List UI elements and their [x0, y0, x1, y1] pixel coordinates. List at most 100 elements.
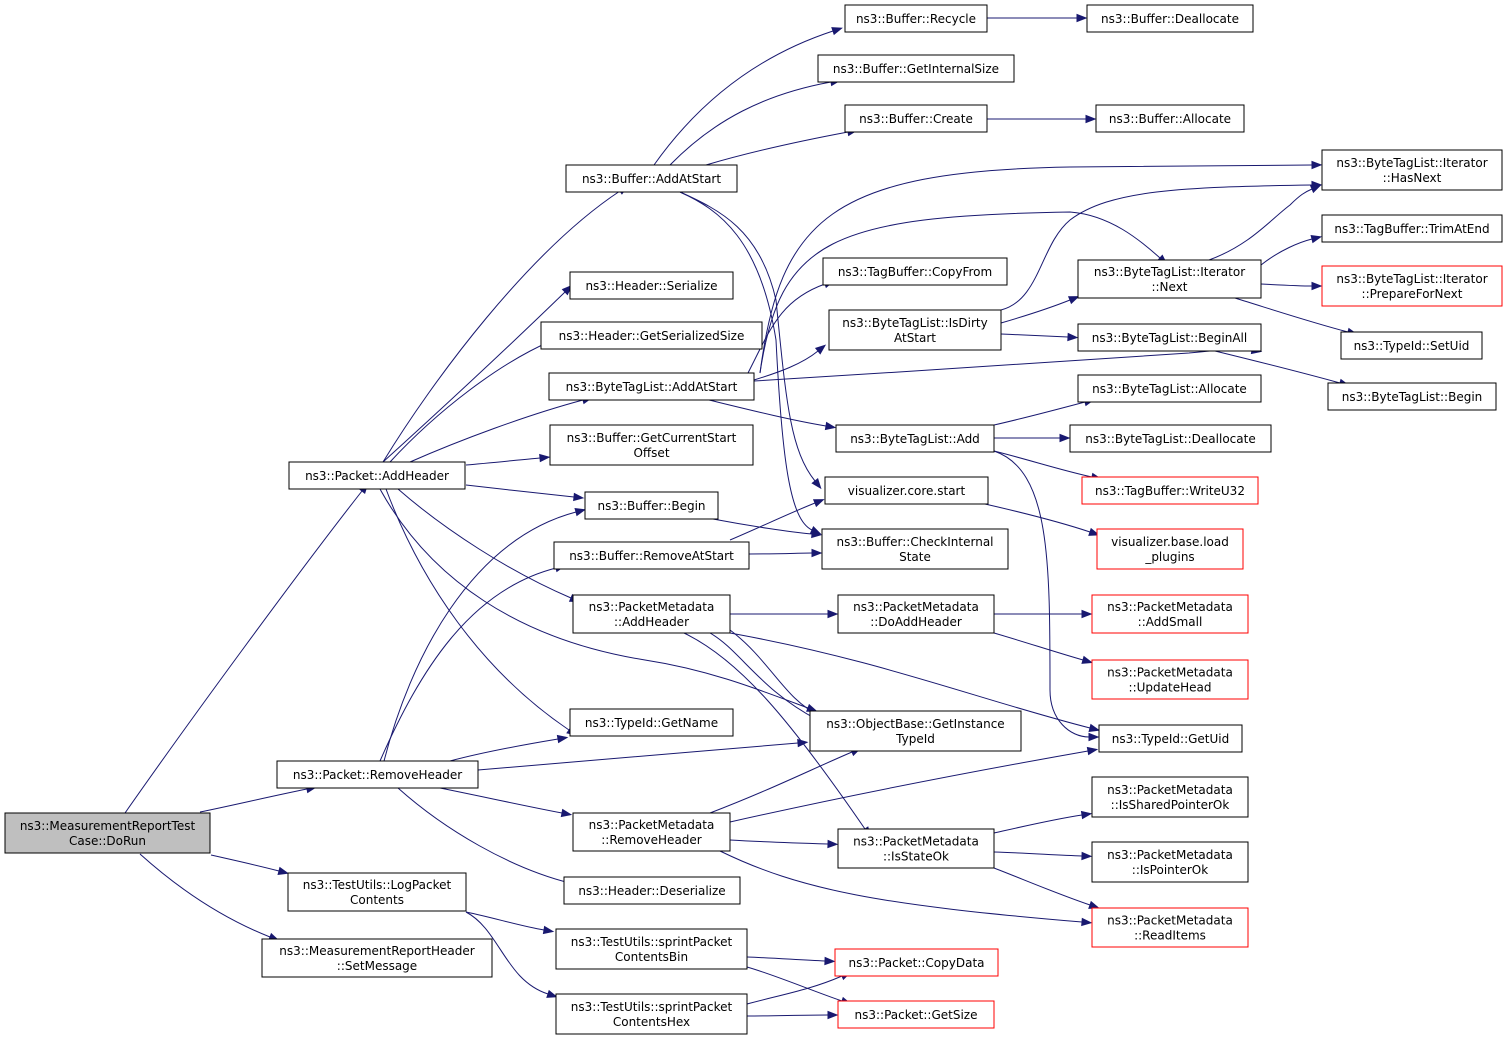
node-buf-create[interactable]: ns3::Buffer::Create [844, 104, 988, 133]
node-btl-iter-prepare[interactable]: ns3::ByteTagList::Iterator::PrepareForNe… [1321, 265, 1503, 307]
node-pm-ispointerok[interactable]: ns3::PacketMetadata::IsPointerOk [1091, 841, 1249, 883]
call-edge-arrowhead [574, 508, 587, 517]
node-label: ns3::Buffer::Recycle [856, 12, 976, 26]
node-box [1098, 724, 1243, 753]
node-buf-deallocate[interactable]: ns3::Buffer::Deallocate [1086, 4, 1254, 33]
node-pm-readitems[interactable]: ns3::PacketMetadata::ReadItems [1091, 907, 1249, 948]
node-hdr-deserialize[interactable]: ns3::Header::Deserialize [563, 876, 741, 905]
node-box [572, 594, 731, 634]
node-viz-start[interactable]: visualizer.core.start [824, 476, 989, 505]
call-edge [465, 484, 585, 502]
call-edge-line [210, 854, 280, 872]
node-btl-add[interactable]: ns3::ByteTagList::Add [835, 424, 995, 453]
call-edge-line [993, 867, 1091, 906]
node-pm-addheader[interactable]: ns3::PacketMetadata::AddHeader [572, 594, 731, 634]
call-edge [729, 629, 829, 720]
call-edge-arrowhead [824, 421, 837, 431]
node-box [837, 1000, 995, 1029]
node-btl-iter-hasnext[interactable]: ns3::ByteTagList::Iterator::HasNext [1321, 149, 1503, 191]
node-typeid-getuid[interactable]: ns3::TypeId::GetUid [1098, 724, 1243, 753]
node-pm-removeheader[interactable]: ns3::PacketMetadata::RemoveHeader [572, 812, 731, 852]
node-buf-removeatstart[interactable]: ns3::Buffer::RemoveAtStart [553, 541, 750, 570]
node-label: ns3::PacketMetadata [589, 600, 715, 614]
call-edge-line [465, 911, 545, 931]
node-btl-allocate[interactable]: ns3::ByteTagList::Allocate [1077, 374, 1262, 403]
call-edge [993, 450, 1103, 482]
node-label: ns3::ByteTagList::Iterator [1094, 265, 1245, 279]
node-btl-beginall[interactable]: ns3::ByteTagList::BeginAll [1077, 323, 1262, 352]
node-buf-begin[interactable]: ns3::Buffer::Begin [584, 491, 719, 520]
call-edge-line [729, 629, 820, 716]
node-buf-recycle[interactable]: ns3::Buffer::Recycle [844, 4, 988, 33]
call-edge-arrowhead [812, 499, 825, 508]
node-box [837, 828, 995, 869]
node-pm-updatehead[interactable]: ns3::PacketMetadata::UpdateHead [1091, 659, 1249, 700]
node-box [1091, 659, 1249, 700]
call-edge [729, 609, 839, 619]
call-edge [729, 746, 1099, 823]
call-edge-line [683, 632, 866, 830]
node-pm-issharedptrok[interactable]: ns3::PacketMetadata::IsSharedPointerOk [1091, 776, 1249, 818]
node-label: ::IsPointerOk [1132, 863, 1208, 877]
node-setmessage[interactable]: ns3::MeasurementReportHeader::SetMessage [261, 938, 493, 978]
node-pkt-getsize[interactable]: ns3::Packet::GetSize [837, 1000, 995, 1029]
call-edge-arrowhead [1310, 235, 1323, 244]
node-label: ::AddSmall [1138, 615, 1203, 629]
node-label: ns3::Header::Serialize [585, 279, 717, 293]
node-hdr-getsersize[interactable]: ns3::Header::GetSerializedSize [540, 321, 763, 350]
call-edge-arrowhead [560, 808, 573, 818]
node-buf-allocate[interactable]: ns3::Buffer::Allocate [1095, 104, 1245, 133]
node-label: ::UpdateHead [1129, 681, 1212, 695]
call-edge-line [746, 956, 826, 962]
node-label: ns3::PacketMetadata [853, 600, 979, 614]
node-buf-getinternalsize[interactable]: ns3::Buffer::GetInternalSize [817, 54, 1015, 83]
node-label: ns3::Buffer::CheckInternal [836, 535, 993, 549]
node-pm-isstateok[interactable]: ns3::PacketMetadata::IsStateOk [837, 828, 995, 869]
call-edge-arrowhead [561, 284, 573, 296]
node-label: State [899, 550, 931, 564]
node-box [1327, 382, 1497, 411]
call-edge-arrowhead [1081, 609, 1093, 619]
node-btl-addatstart[interactable]: ns3::ByteTagList::AddAtStart [548, 372, 755, 401]
node-btl-deallocate[interactable]: ns3::ByteTagList::Deallocate [1069, 424, 1272, 453]
node-tagbuf-copyfrom[interactable]: ns3::TagBuffer::CopyFrom [822, 257, 1008, 286]
node-hdr-serialize[interactable]: ns3::Header::Serialize [569, 271, 734, 300]
node-box [553, 541, 750, 570]
call-edge-arrowhead [811, 477, 822, 490]
call-edge-line [993, 632, 1084, 661]
call-edge-line [984, 503, 1091, 533]
node-buf-addatstart[interactable]: ns3::Buffer::AddAtStart [565, 164, 738, 193]
node-pkt-removeheader[interactable]: ns3::Packet::RemoveHeader [276, 760, 479, 789]
node-tagbuf-writeu32[interactable]: ns3::TagBuffer::WriteU32 [1081, 476, 1259, 505]
call-edge-line [139, 853, 271, 938]
call-edge [719, 850, 1093, 927]
node-viz-loadplugins[interactable]: visualizer.base.load_plugins [1096, 528, 1244, 570]
node-label: ::SetMessage [337, 959, 417, 973]
call-edge [379, 564, 567, 762]
node-pkt-addheader[interactable]: ns3::Packet::AddHeader [288, 461, 466, 490]
call-edge-arrowhead [1088, 527, 1100, 536]
call-edge [712, 518, 823, 539]
node-pkt-copydata[interactable]: ns3::Packet::CopyData [834, 948, 999, 977]
node-pm-doaddheader[interactable]: ns3::PacketMetadata::DoAddHeader [837, 594, 995, 634]
call-edge [210, 854, 290, 875]
node-btl-begin[interactable]: ns3::ByteTagList::Begin [1327, 382, 1497, 411]
node-label: Contents [350, 893, 404, 907]
node-label: ns3::Packet::AddHeader [305, 469, 449, 483]
node-pm-addsmall[interactable]: ns3::PacketMetadata::AddSmall [1091, 594, 1249, 634]
call-edge [986, 114, 1097, 124]
node-btl-iter-next[interactable]: ns3::ByteTagList::Iterator::Next [1077, 259, 1262, 299]
node-typeid-getname[interactable]: ns3::TypeId::GetName [569, 708, 734, 737]
node-typeid-setuid[interactable]: ns3::TypeId::SetUid [1340, 331, 1483, 360]
call-edge [705, 127, 859, 166]
call-edge-line [729, 839, 829, 845]
node-tagbuf-trimatend[interactable]: ns3::TagBuffer::TrimAtEnd [1321, 214, 1503, 243]
